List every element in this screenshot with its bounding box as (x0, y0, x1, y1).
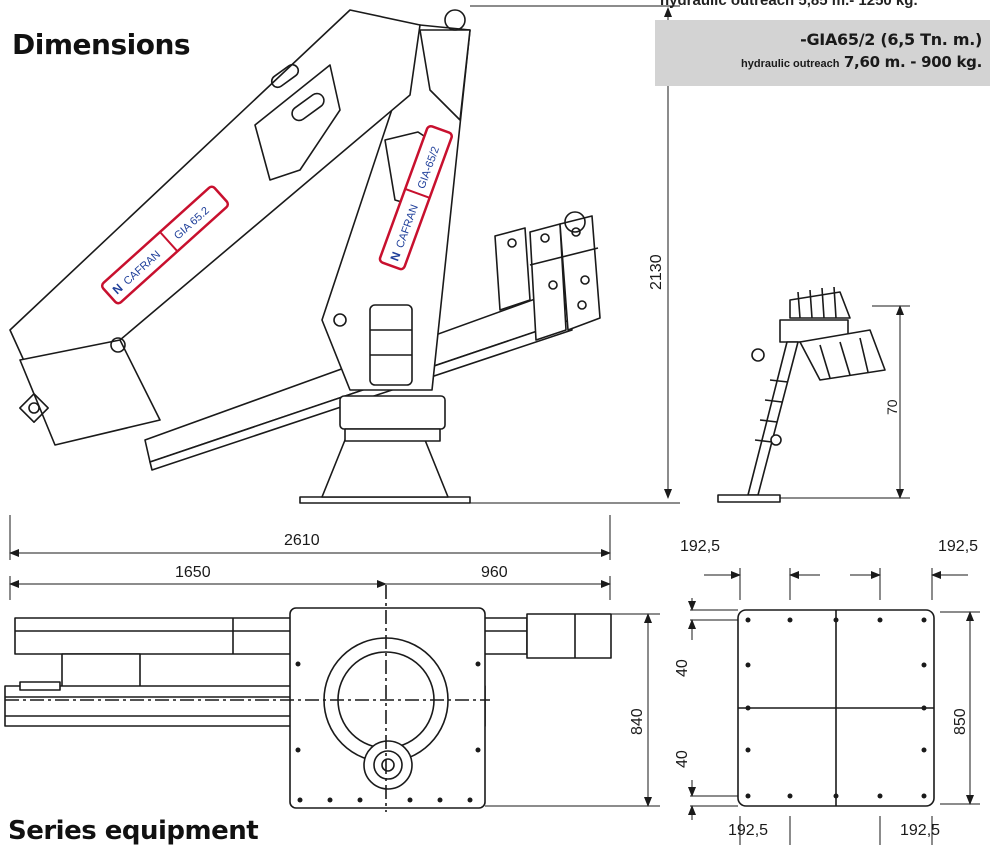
model-spec-box: -GIA65/2 (6,5 Tn. m.) hydraulic outreach… (655, 20, 990, 86)
dimension-control-height: 70 (884, 399, 900, 415)
outreach-value: 7,60 m. - 900 kg. (843, 53, 982, 71)
crane-side-view (9, 9, 601, 504)
base-plate-view (295, 609, 935, 807)
outreach-label: hydraulic outreach (741, 58, 840, 70)
dimension-plate-offset-top-left: 192,5 (680, 538, 721, 555)
crane-top-view (4, 585, 612, 812)
dimension-plate-offset-bottom-right: 192,5 (900, 822, 941, 839)
control-valve-view (717, 286, 886, 503)
dimension-plate-margin-bottom: 40 (674, 750, 691, 768)
dimension-height: 2130 (648, 254, 665, 290)
dimension-plate-size: 850 (952, 708, 969, 735)
crane-main-boom (9, 9, 421, 446)
dimension-plate-margin-top: 40 (674, 659, 691, 677)
dimension-total-length: 2610 (284, 532, 320, 549)
dimension-rear-length: 960 (481, 564, 508, 581)
model-name: -GIA65/2 (6,5 Tn. m.) (800, 30, 982, 49)
previous-model-outreach-text: hydraulic outreach 5,85 m.- 1250 kg. (660, 0, 918, 9)
section-title-series-equipment: Series equipment (8, 816, 259, 846)
outreach-line: hydraulic outreach 7,60 m. - 900 kg. (655, 53, 982, 72)
dimension-base-depth: 840 (629, 708, 646, 735)
base-plate-bolts (295, 617, 927, 803)
dimension-lines (9, 5, 980, 845)
dimension-boom-length: 1650 (175, 564, 211, 581)
stabilizer-brackets (494, 211, 601, 341)
page-title: Dimensions (12, 28, 191, 61)
dimension-plate-offset-bottom-left: 192,5 (728, 822, 769, 839)
dimension-plate-offset-top-right: 192,5 (938, 538, 979, 555)
